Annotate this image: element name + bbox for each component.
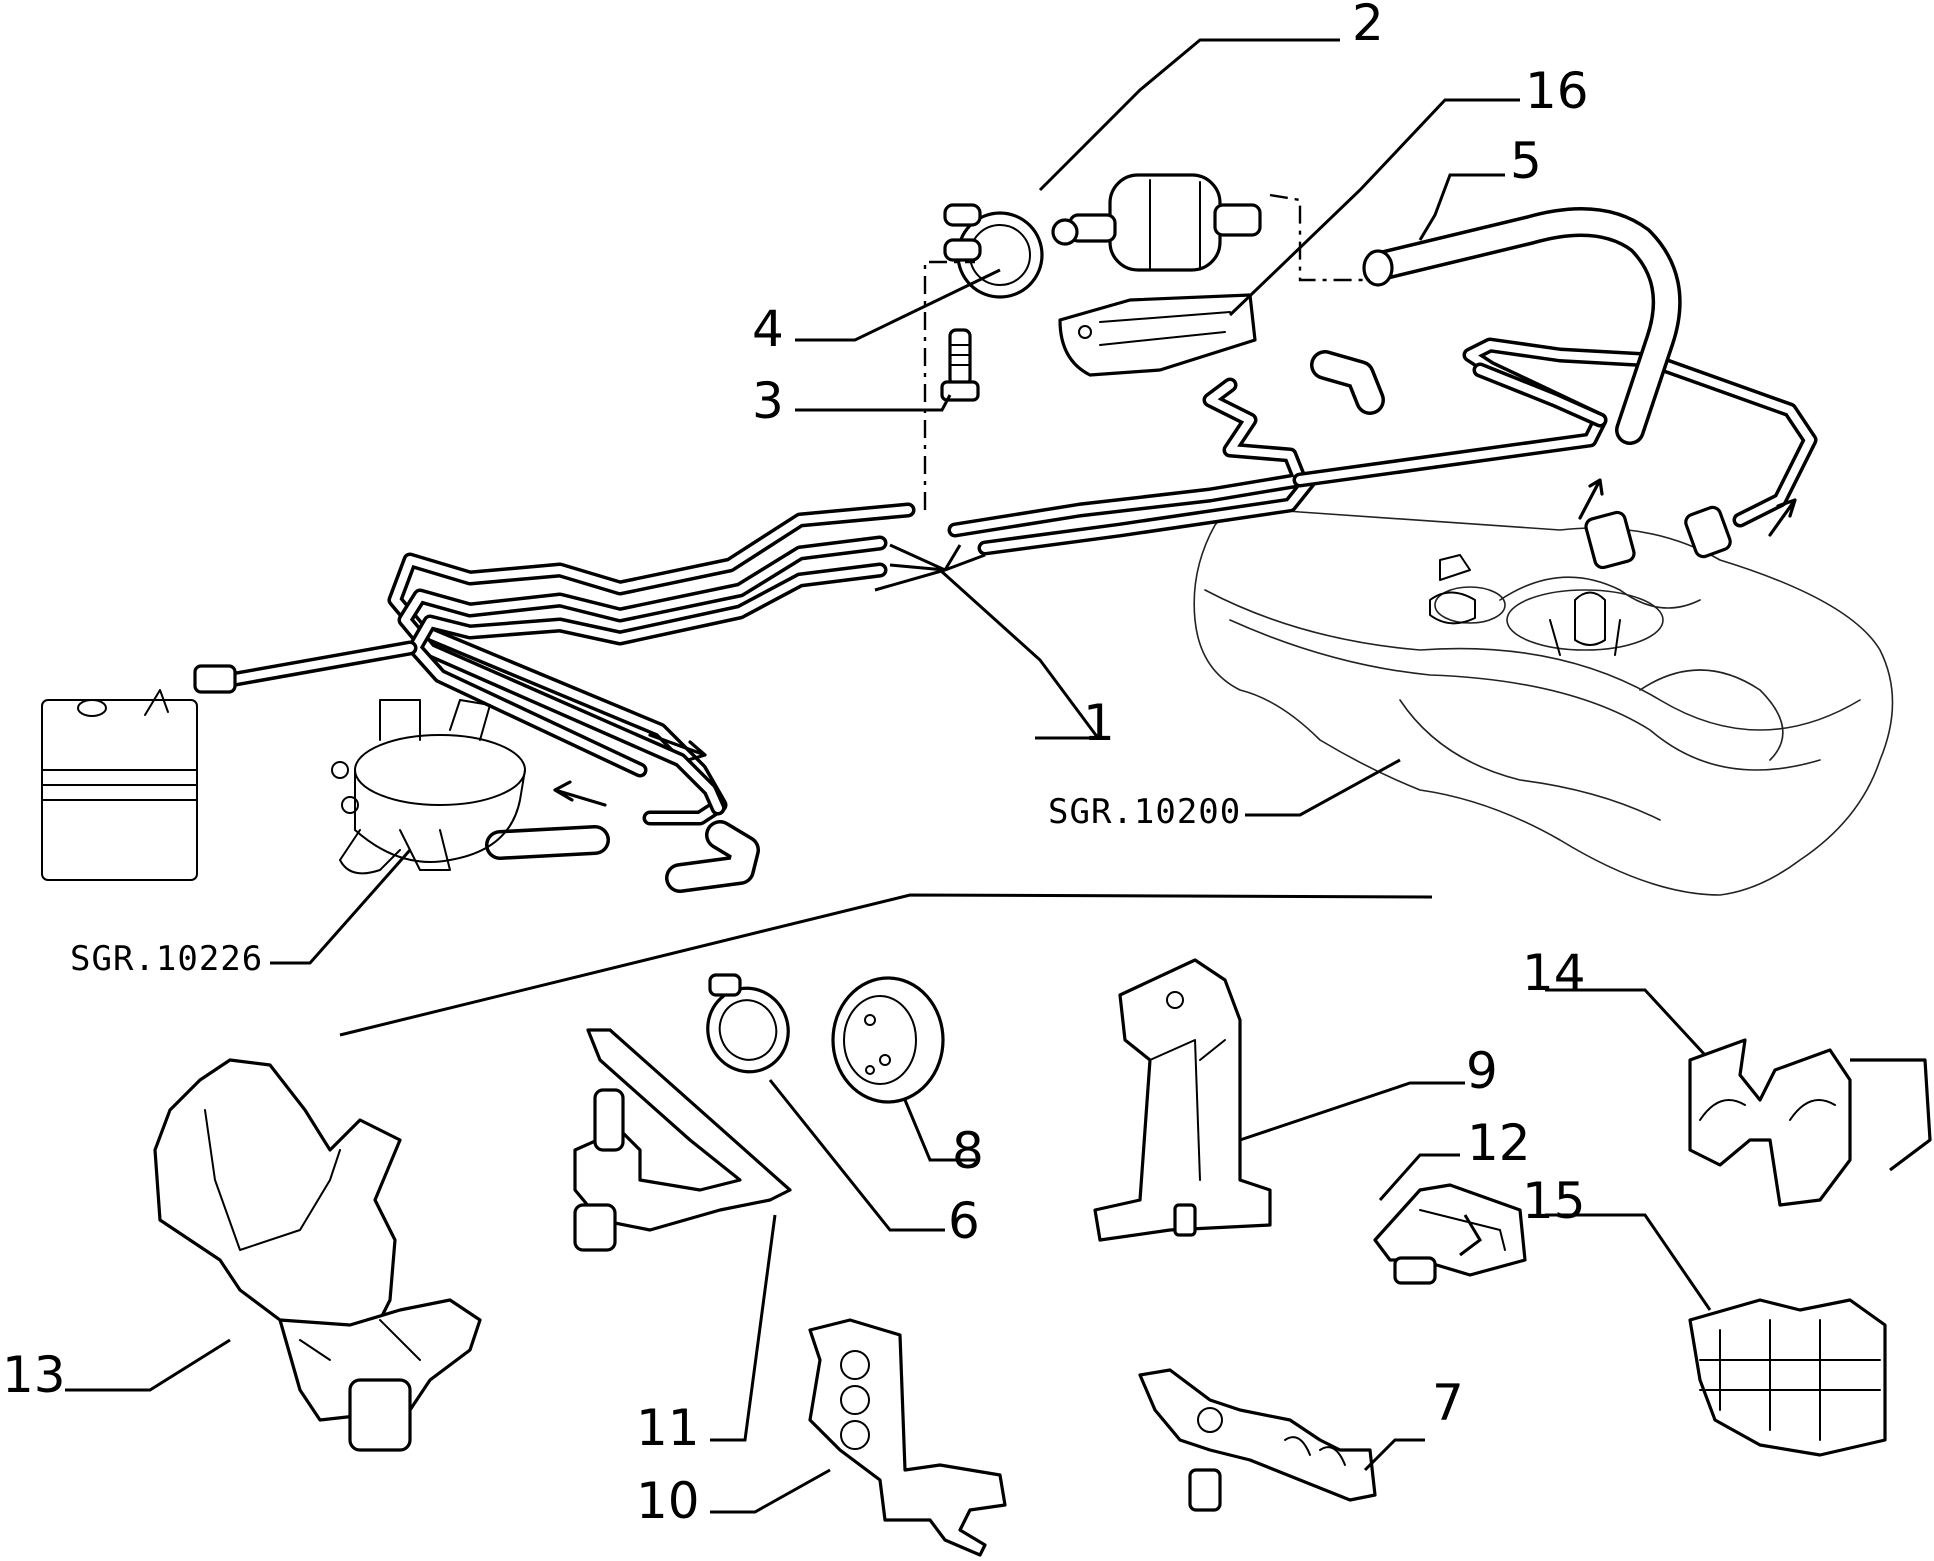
part-9-support <box>1093 958 1272 1242</box>
callout-16: 16 <box>1525 62 1589 120</box>
flow-arrows <box>553 478 1797 807</box>
callout-3: 3 <box>752 372 784 430</box>
part-5-hose <box>1362 207 1682 445</box>
fuel-filter-canister <box>41 689 198 881</box>
callout-4: 4 <box>752 300 784 358</box>
part-12-clip <box>1373 1183 1527 1285</box>
ref-injector: SGR.10226 <box>70 939 263 979</box>
callout-labels: 2 16 5 4 3 1 SGR.10200 SGR.10226 14 9 12… <box>2 0 1589 1530</box>
callout-5: 5 <box>1510 132 1542 190</box>
part-3-bolt <box>940 328 980 402</box>
ref-tank: SGR.10200 <box>1048 792 1241 832</box>
callout-15: 15 <box>1522 1172 1586 1230</box>
callout-13: 13 <box>2 1346 66 1404</box>
part-2-inline-filter <box>1051 173 1262 272</box>
callout-12: 12 <box>1467 1114 1531 1172</box>
callout-11: 11 <box>636 1399 700 1457</box>
part-6-hose-clamp <box>706 973 790 1074</box>
part-4-clamp <box>943 203 1044 299</box>
section-divider <box>339 893 1433 1037</box>
callout-1: 1 <box>1083 694 1115 752</box>
callout-6: 6 <box>948 1192 980 1250</box>
part-10-multi-clip <box>808 1318 1007 1557</box>
assembly-lines <box>923 193 1370 510</box>
callout-7: 7 <box>1432 1374 1464 1432</box>
callout-10: 10 <box>636 1472 700 1530</box>
fuel-pipe-bundle <box>193 337 1818 893</box>
part-14-double-clip <box>1688 1038 1932 1207</box>
part-8-grommet <box>831 976 945 1104</box>
part-7-pipe-clip <box>1138 1368 1377 1512</box>
callout-14: 14 <box>1522 944 1586 1002</box>
part-16-bracket <box>1058 293 1257 377</box>
throttle-body-injector <box>331 699 526 875</box>
callout-2: 2 <box>1352 0 1384 52</box>
callout-8: 8 <box>952 1122 984 1180</box>
part-13-holder <box>153 1058 482 1452</box>
leader-lines <box>65 38 1712 1514</box>
callout-9: 9 <box>1466 1042 1498 1100</box>
part-15-triple-clip <box>1688 1298 1887 1457</box>
part-11-bracket <box>573 1028 792 1252</box>
fuel-tank <box>1193 509 1894 896</box>
